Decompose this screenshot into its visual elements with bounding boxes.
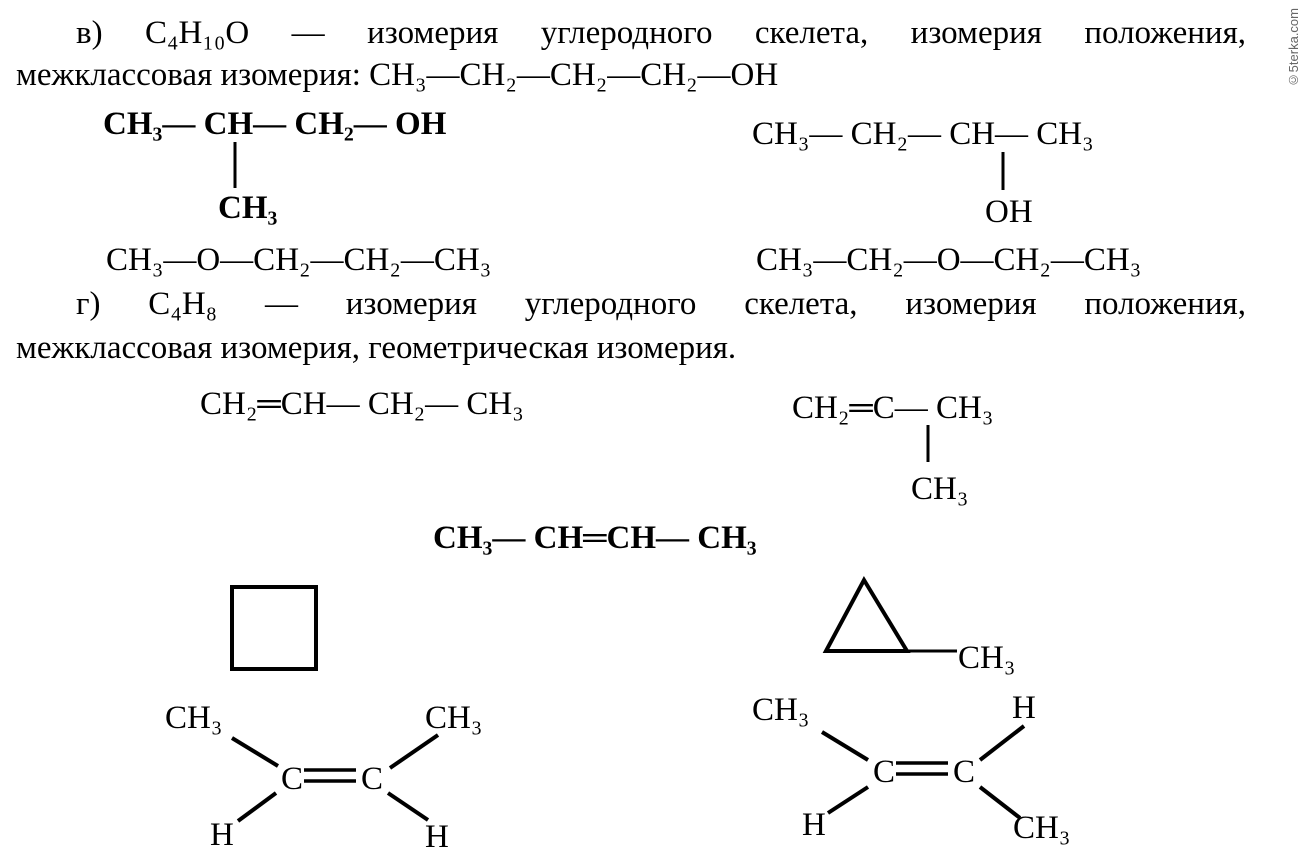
isobutanol-chain: CH₃— CH— CH₂— OH	[103, 106, 447, 142]
ether-diethyl: CH₃—CH₂—O—CH₂—CH₃	[756, 242, 1141, 278]
cis-c1: C	[281, 761, 303, 797]
butene2: CH₃— CH═CH— CH₃	[433, 520, 757, 556]
isobutene-branch: CH₃	[911, 471, 968, 507]
trans-bottom-right: CH₃	[1013, 810, 1070, 846]
isobutene-chain: CH₂═C— CH₃	[792, 390, 993, 426]
trans-c2: C	[953, 754, 975, 790]
trans-c1: C	[873, 754, 895, 790]
paragraph-v-line1: в) C₄H₁₀O — изомерия углеродного скелета…	[76, 15, 1246, 51]
ether-methyl-propyl: CH₃—O—CH₂—CH₂—CH₃	[106, 242, 491, 278]
cis-bottom-right: H	[425, 819, 449, 855]
cis-top-left: CH₃	[165, 700, 222, 736]
cyclopropane-methyl: CH₃	[958, 640, 1015, 676]
trans-butene: CH₃ H C C H CH₃	[752, 690, 1070, 846]
butan2ol-chain: CH₃— CH₂— CH— CH₃	[752, 116, 1094, 152]
trans-top-left: CH₃	[752, 692, 809, 728]
cyclopropane-ring	[822, 575, 911, 653]
paragraph-g-line1: г) C₄H₈ — изомерия углеродного скелета, …	[76, 286, 1246, 322]
isobutanol-branch: CH₃	[218, 190, 278, 226]
butene1: CH₂═CH— CH₂— CH₃	[200, 386, 524, 422]
cis-c2: C	[361, 761, 383, 797]
cis-top-right: CH₃	[425, 700, 482, 736]
butan2ol-branch: OH	[985, 194, 1033, 230]
trans-bottom-left: H	[802, 807, 826, 843]
cyclobutane-ring	[230, 585, 318, 671]
cis-bottom-left: H	[210, 817, 234, 853]
cis-butene: CH₃ CH₃ C C H H	[165, 700, 482, 855]
paragraph-v-line2: межклассовая изомерия: CH₃—CH₂—CH₂—CH₂—O…	[16, 57, 779, 93]
trans-top-right: H	[1012, 690, 1036, 726]
paragraph-g-line2: межклассовая изомерия, геометрическая из…	[16, 330, 737, 366]
